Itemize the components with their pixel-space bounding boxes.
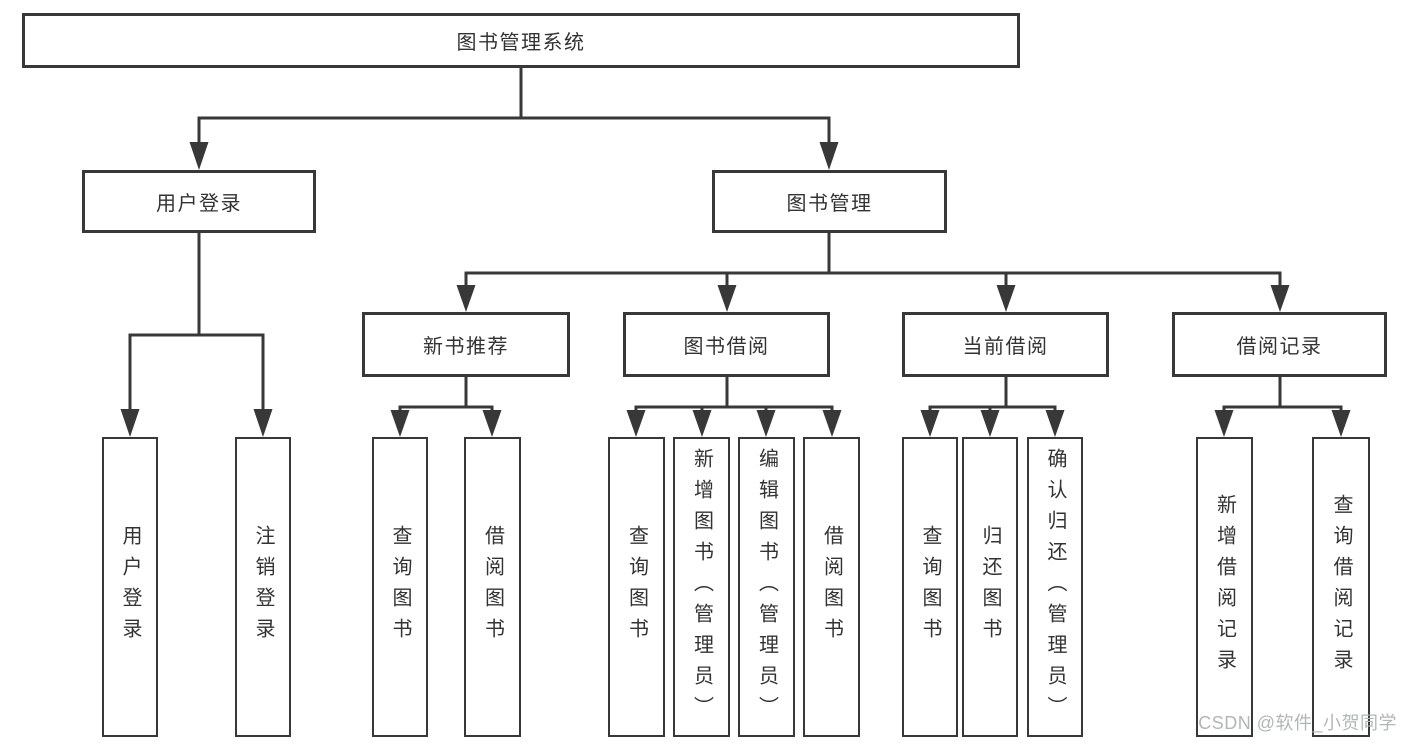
leaf-query-current-borrow: 查询图书 (902, 437, 958, 737)
node-label: 查询图书 (919, 525, 941, 649)
node-label: 查询图书 (389, 525, 411, 649)
leaf-user-login: 用户登录 (102, 437, 158, 737)
node-label: 查询图书 (625, 525, 648, 649)
node-label: 当前借阅 (962, 336, 1049, 358)
leaf-query-book: 查询图书 (608, 437, 665, 737)
leaf-borrow-book-recommend: 借阅图书 (464, 437, 521, 737)
node-label: 用户登录 (119, 525, 141, 649)
leaf-add-borrow-record: 新增借阅记录 (1196, 437, 1253, 737)
node-current-borrow: 当前借阅 (902, 312, 1109, 377)
node-label: 编辑图书（管理员） (755, 447, 778, 727)
node-label: 确认归还（管理员） (1044, 447, 1066, 727)
node-book-management: 图书管理 (712, 170, 947, 233)
node-label: 归还图书 (979, 525, 1001, 649)
leaf-query-borrow-record: 查询借阅记录 (1312, 437, 1370, 737)
node-label: 新增图书（管理员） (690, 447, 713, 727)
node-new-book-recommend: 新书推荐 (362, 312, 570, 377)
csdn-watermark: CSDN @软件_小贺同学 (1198, 713, 1397, 733)
node-label: 新书推荐 (423, 336, 509, 358)
node-label: 注销登录 (252, 525, 274, 649)
leaf-edit-book-admin: 编辑图书（管理员） (738, 437, 795, 737)
leaf-borrow-book: 借阅图书 (803, 437, 860, 737)
arrowheads (120, 142, 1351, 437)
node-borrow-records: 借阅记录 (1172, 312, 1387, 377)
node-label: 图书管理系统 (456, 32, 586, 54)
node-book-borrow: 图书借阅 (623, 312, 830, 377)
node-label: 图书管理 (786, 193, 873, 215)
node-label: 借阅记录 (1236, 336, 1323, 358)
node-label: 借阅图书 (820, 525, 843, 649)
node-label: 借阅图书 (481, 525, 504, 649)
leaf-add-book-admin: 新增图书（管理员） (673, 437, 730, 737)
node-label: 新增借阅记录 (1213, 494, 1236, 680)
node-label: 查询借阅记录 (1330, 494, 1352, 680)
leaf-confirm-return-admin: 确认归还（管理员） (1027, 437, 1083, 737)
leaf-query-book-recommend: 查询图书 (372, 437, 428, 737)
node-label: 图书借阅 (683, 336, 770, 358)
leaf-return-book: 归还图书 (962, 437, 1018, 737)
node-root-system: 图书管理系统 (22, 13, 1020, 68)
leaf-logout: 注销登录 (235, 437, 291, 737)
node-user-login: 用户登录 (82, 170, 316, 233)
node-label: 用户登录 (156, 193, 242, 215)
